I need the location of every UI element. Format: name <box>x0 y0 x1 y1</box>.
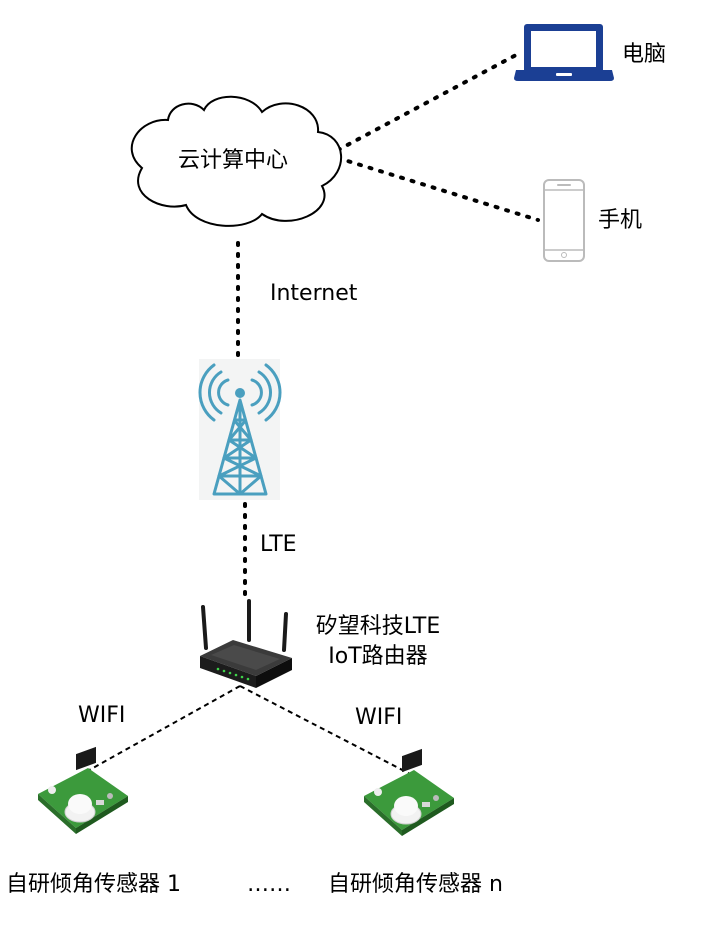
internet-link-label: Internet <box>270 281 358 306</box>
phone-label: 手机 <box>598 208 643 233</box>
laptop-icon <box>514 24 614 81</box>
smartphone-icon <box>543 179 585 262</box>
sensor-board-icon-n <box>364 748 454 836</box>
cloud-laptop-link <box>336 53 518 152</box>
wifi-label-right: WIFI <box>355 705 403 730</box>
laptop-label: 电脑 <box>622 42 667 67</box>
wifi-link-1 <box>74 685 241 779</box>
router-label-line2: IoT路由器 <box>328 644 428 669</box>
lte-link-label: LTE <box>260 532 297 557</box>
connections <box>74 53 540 779</box>
wifi-link-n <box>239 685 415 777</box>
sensor-board-icon-1 <box>38 746 128 834</box>
sensor-1-label: 自研倾角传感器 1 <box>6 872 181 897</box>
cloud-label: 云计算中心 <box>178 148 289 173</box>
router-label: 矽望科技LTE IoT路由器 <box>298 612 458 672</box>
cloud-phone-link <box>336 156 540 222</box>
ellipsis-label: …… <box>247 872 291 897</box>
wifi-router-icon <box>200 599 292 688</box>
router-label-line1: 矽望科技LTE <box>315 614 441 639</box>
sensor-n-label: 自研倾角传感器 n <box>328 872 503 897</box>
cloud-shape <box>130 95 342 227</box>
cell-tower-icon <box>198 359 282 500</box>
wifi-label-left: WIFI <box>78 703 126 728</box>
